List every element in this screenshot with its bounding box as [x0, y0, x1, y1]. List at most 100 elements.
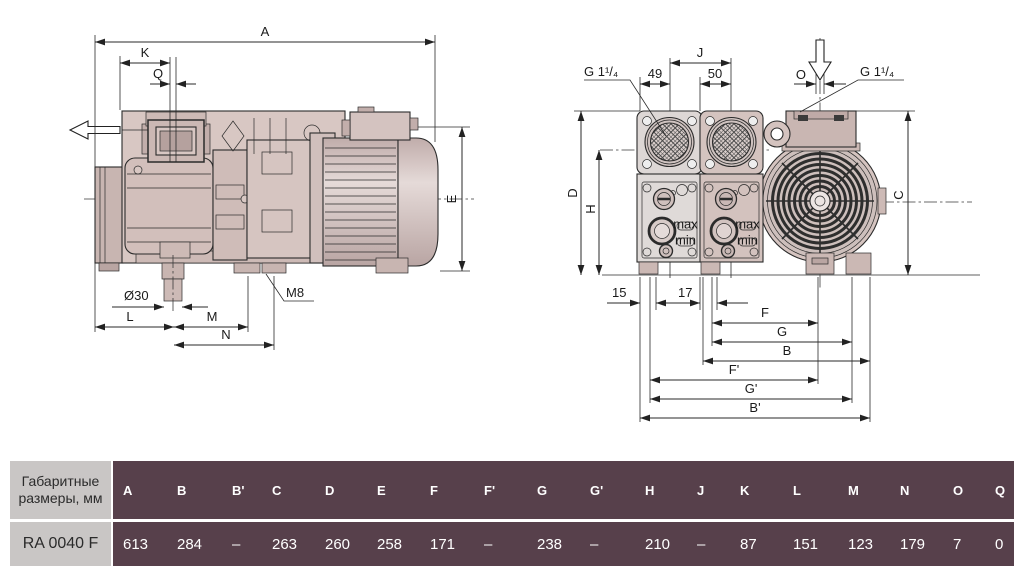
- dim-G-prime: G': [650, 381, 852, 403]
- col-header: L: [793, 482, 801, 498]
- dim-label-diameter-30: Ø30: [124, 288, 149, 303]
- dim-value: 0: [995, 535, 1004, 553]
- oil-module-1: max min: [636, 173, 703, 263]
- dim-H: H: [583, 150, 603, 275]
- table-corner-label: Габаритные размеры, мм: [10, 461, 111, 519]
- dim-label-M: M: [207, 309, 218, 324]
- dim-value: –: [697, 535, 706, 553]
- col-header: F: [430, 482, 438, 498]
- col-header: G: [537, 482, 548, 498]
- col-header: A: [123, 482, 133, 498]
- dim-value: –: [590, 535, 599, 553]
- side-view: A K Q E Ø30 L: [68, 24, 474, 350]
- dim-label-D: D: [565, 188, 580, 197]
- dim-value: 87: [740, 535, 757, 553]
- front-feet: [638, 252, 872, 275]
- oil-mark-max: max: [673, 217, 698, 232]
- dim-label-O: O: [796, 67, 806, 82]
- dim-value: 284: [177, 535, 203, 553]
- fan-grille: [753, 139, 887, 263]
- dim-value: 7: [953, 535, 962, 553]
- dim-label-H: H: [583, 204, 598, 213]
- col-header: B: [177, 482, 187, 498]
- dim-M: M: [174, 276, 249, 332]
- table-model-cell: RA 0040 F: [10, 522, 111, 566]
- col-header: D: [325, 482, 335, 498]
- col-header: F': [484, 482, 496, 498]
- dim-M8: M8: [265, 273, 314, 302]
- table-header-columns: A B B' C D E F F' G G' H J K L M N O Q: [113, 461, 1014, 519]
- oil-mark-max: max: [735, 217, 760, 232]
- dim-label-F: F: [761, 305, 769, 320]
- dim-port-thread-right: G 1¹/₄: [799, 64, 904, 113]
- oil-mark-min: min: [737, 233, 758, 248]
- dim-value: 263: [272, 535, 298, 553]
- dim-port-thread-left: G 1¹/₄: [584, 64, 667, 137]
- col-header: H: [645, 482, 655, 498]
- dim-value: 258: [377, 535, 403, 553]
- dim-C: C: [856, 110, 915, 275]
- dim-label-E: E: [444, 194, 459, 203]
- port-flange-2: [699, 110, 764, 175]
- dim-D: D: [565, 110, 640, 275]
- dim-label-A: A: [261, 24, 270, 39]
- dim-label-17: 17: [678, 285, 692, 300]
- dim-diameter-30: Ø30: [112, 288, 208, 311]
- dim-J: J: [670, 45, 731, 67]
- dim-label-M8: M8: [286, 285, 304, 300]
- dim-N: N: [174, 276, 275, 350]
- dim-value: 613: [123, 535, 149, 553]
- dim-K: K: [119, 45, 170, 110]
- dim-F: F: [712, 305, 818, 327]
- dim-value: 179: [900, 535, 926, 553]
- dim-label-B: B: [783, 343, 792, 358]
- dim-value: 171: [430, 535, 456, 553]
- dim-G: G: [712, 324, 852, 346]
- dim-label-L: L: [126, 309, 133, 324]
- dim-label-G-prime: G': [745, 381, 758, 396]
- table-value-columns: 613 284 – 263 260 258 171 – 238 – 210 – …: [113, 522, 1014, 566]
- dim-label-F-prime: F': [729, 362, 739, 377]
- col-header: E: [377, 482, 386, 498]
- dim-value: –: [232, 535, 241, 553]
- col-header: O: [953, 482, 964, 498]
- dim-label-50: 50: [708, 66, 722, 81]
- col-header: Q: [995, 482, 1006, 498]
- col-header: K: [740, 482, 750, 498]
- dim-B: B: [703, 343, 870, 365]
- dim-Q: Q: [150, 66, 196, 88]
- dim-A: A: [94, 24, 436, 332]
- inlet-flow-arrow-icon: [808, 39, 832, 82]
- pump-end-cap: [94, 166, 124, 272]
- dim-value: 123: [848, 535, 874, 553]
- oil-mark-min: min: [675, 233, 696, 248]
- dim-50: 50: [699, 66, 731, 111]
- col-header: G': [590, 482, 604, 498]
- col-header: M: [848, 482, 859, 498]
- dim-value: 210: [645, 535, 671, 553]
- table-value-row: RA 0040 F 613 284 – 263 260 258 171 – 23…: [10, 522, 1014, 566]
- dim-label-Q: Q: [153, 66, 163, 81]
- dim-label-15: 15: [612, 285, 626, 300]
- col-header: B': [232, 482, 245, 498]
- dim-value: –: [484, 535, 493, 553]
- dim-B-prime: B': [640, 400, 870, 422]
- dim-label-J: J: [697, 45, 704, 60]
- dim-15: 15: [607, 285, 688, 307]
- dim-label-port-thread-right: G 1¹/₄: [860, 64, 894, 79]
- dim-O: O: [794, 67, 846, 94]
- dim-label-port-thread-left: G 1¹/₄: [584, 64, 618, 79]
- lifting-eye: [763, 120, 791, 148]
- dim-L: L: [95, 309, 174, 331]
- table-header-row: Габаритные размеры, мм A B B' C D E F F'…: [10, 461, 1014, 519]
- dim-label-G: G: [777, 324, 787, 339]
- dim-E: E: [418, 126, 470, 272]
- dim-label-49: 49: [648, 66, 662, 81]
- pump-face-plate: [212, 149, 250, 261]
- dim-value: 260: [325, 535, 351, 553]
- col-header: N: [900, 482, 910, 498]
- motor-junction-box: [341, 106, 419, 141]
- dimensional-drawings: A K Q E Ø30 L: [68, 24, 980, 422]
- dim-17: 17: [668, 285, 748, 307]
